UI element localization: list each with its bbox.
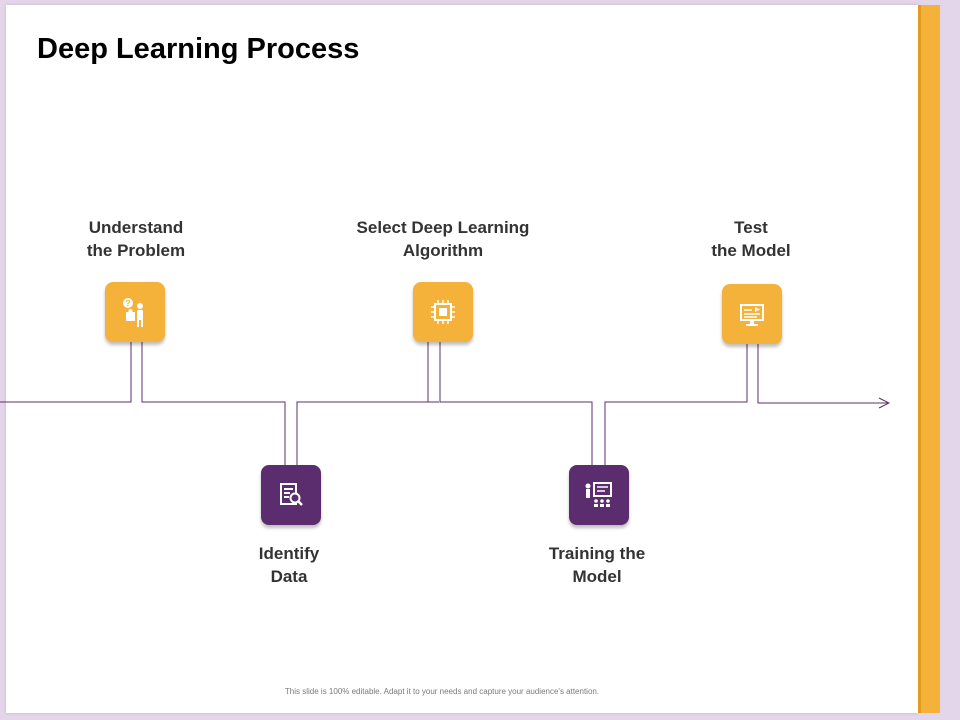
step-label-identify-data: Identify Data <box>258 544 320 586</box>
step-label-understand-problem: Understand the Problem <box>86 218 186 260</box>
step-box-test-model[interactable] <box>722 284 782 344</box>
step-box-identify-data[interactable] <box>261 465 321 525</box>
step-box-training-model[interactable] <box>569 465 629 525</box>
step-box-select-algorithm[interactable] <box>413 282 473 342</box>
slide <box>6 5 918 713</box>
right-accent-bar <box>918 5 940 713</box>
step-label-test-model: Test the Model <box>711 218 791 260</box>
footer-note: This slide is 100% editable. Adapt it to… <box>284 687 600 696</box>
step-label-training-model: Training the Model <box>548 544 646 586</box>
computer-monitor-icon <box>737 299 767 329</box>
page-title: Deep Learning Process <box>37 33 360 65</box>
puzzle-person-icon: ? <box>118 295 152 329</box>
document-search-icon <box>276 480 306 510</box>
presentation-audience-icon <box>583 480 615 510</box>
processor-chip-icon <box>428 297 458 327</box>
svg-text:?: ? <box>126 299 131 308</box>
step-label-select-algorithm: Select Deep Learning Algorithm <box>356 218 530 260</box>
step-box-understand-problem[interactable]: ? <box>105 282 165 342</box>
